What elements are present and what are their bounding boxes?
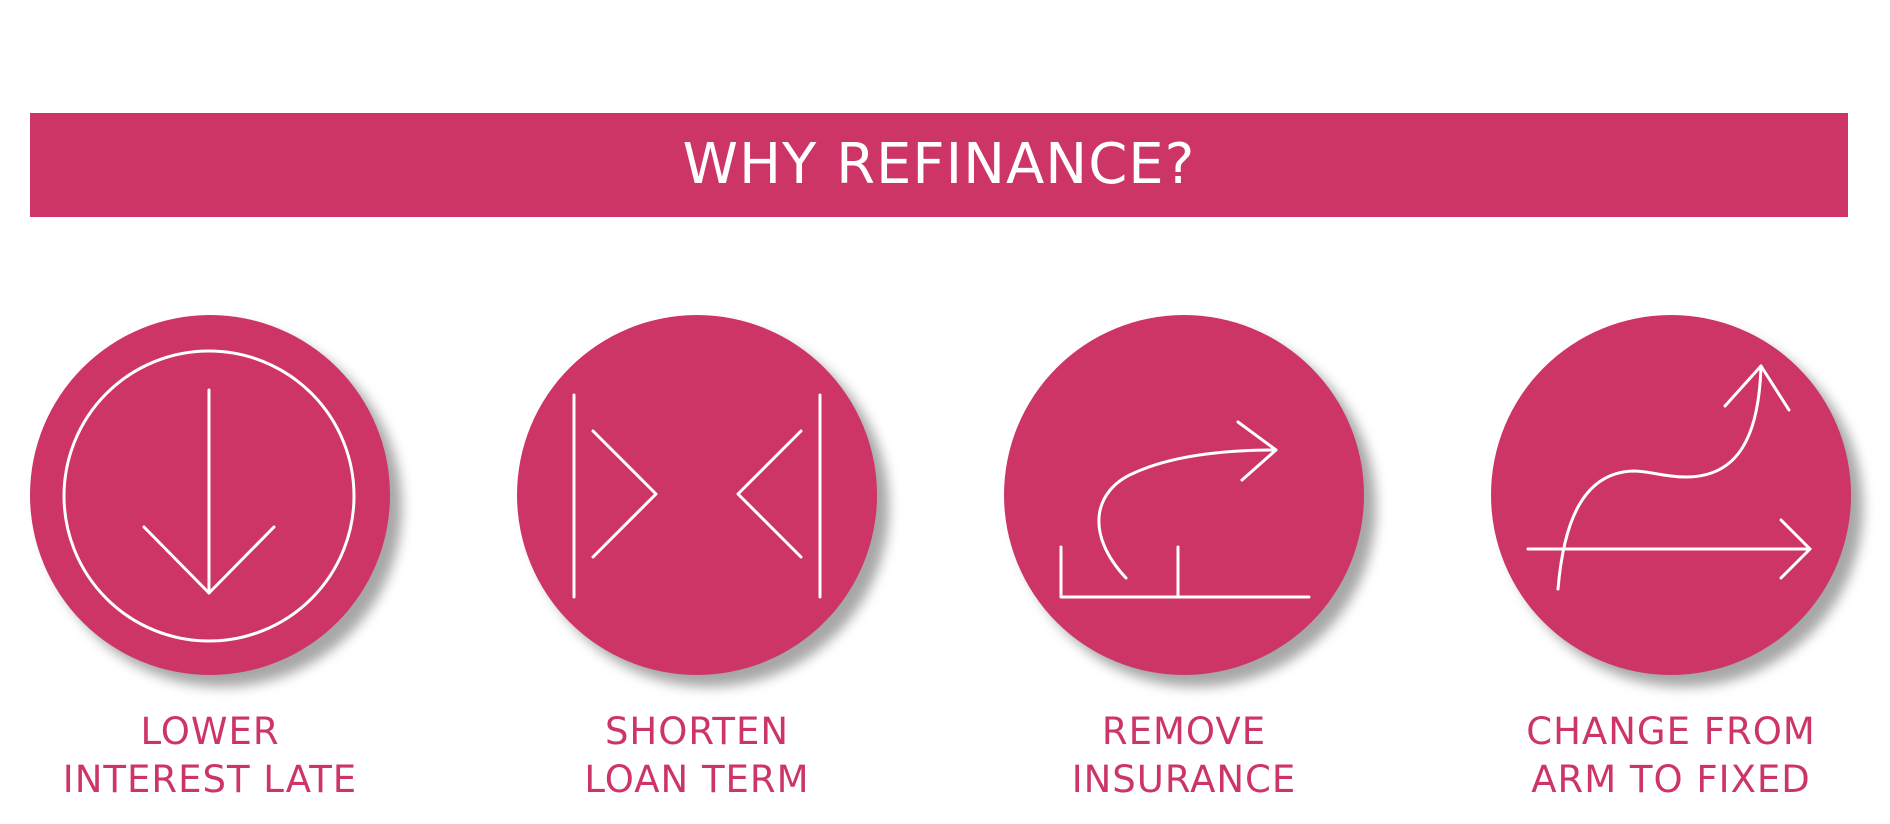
reason-caption-line2: ARM TO FIXED bbox=[1531, 758, 1811, 801]
reason-card-arm-to-fixed: CHANGE FROM ARM TO FIXED bbox=[1491, 315, 1851, 801]
reason-caption: REMOVE INSURANCE bbox=[924, 708, 1444, 804]
converging-arrows-icon bbox=[572, 393, 822, 599]
reason-circle bbox=[1491, 315, 1851, 675]
reason-caption-line1: CHANGE FROM bbox=[1526, 710, 1816, 753]
reason-caption-line2: INSURANCE bbox=[1071, 758, 1297, 801]
reason-caption-line1: LOWER bbox=[140, 710, 280, 753]
reason-circle bbox=[30, 315, 390, 675]
rising-curve-graph-icon bbox=[1526, 364, 1812, 591]
reason-card-lower-interest: LOWER INTEREST LATE bbox=[30, 315, 390, 801]
reason-card-remove-insurance: REMOVE INSURANCE bbox=[1004, 315, 1364, 801]
reason-caption-line2: LOAN TERM bbox=[584, 758, 810, 801]
reason-circle bbox=[517, 315, 877, 675]
reason-caption: LOWER INTEREST LATE bbox=[0, 708, 470, 804]
reason-card-shorten-term: SHORTEN LOAN TERM bbox=[517, 315, 877, 801]
arrow-down-circle-icon bbox=[62, 349, 356, 643]
reason-caption: SHORTEN LOAN TERM bbox=[437, 708, 957, 804]
reason-caption-line1: SHORTEN bbox=[604, 710, 790, 753]
reason-caption-line2: INTEREST LATE bbox=[62, 758, 358, 801]
curved-arrow-remove-icon bbox=[1059, 420, 1311, 599]
reason-caption: CHANGE FROM ARM TO FIXED bbox=[1411, 708, 1890, 804]
reason-circle bbox=[1004, 315, 1364, 675]
reason-caption-line1: REMOVE bbox=[1101, 710, 1267, 753]
header-banner: WHY REFINANCE? bbox=[30, 113, 1848, 217]
page-title: WHY REFINANCE? bbox=[682, 132, 1196, 197]
